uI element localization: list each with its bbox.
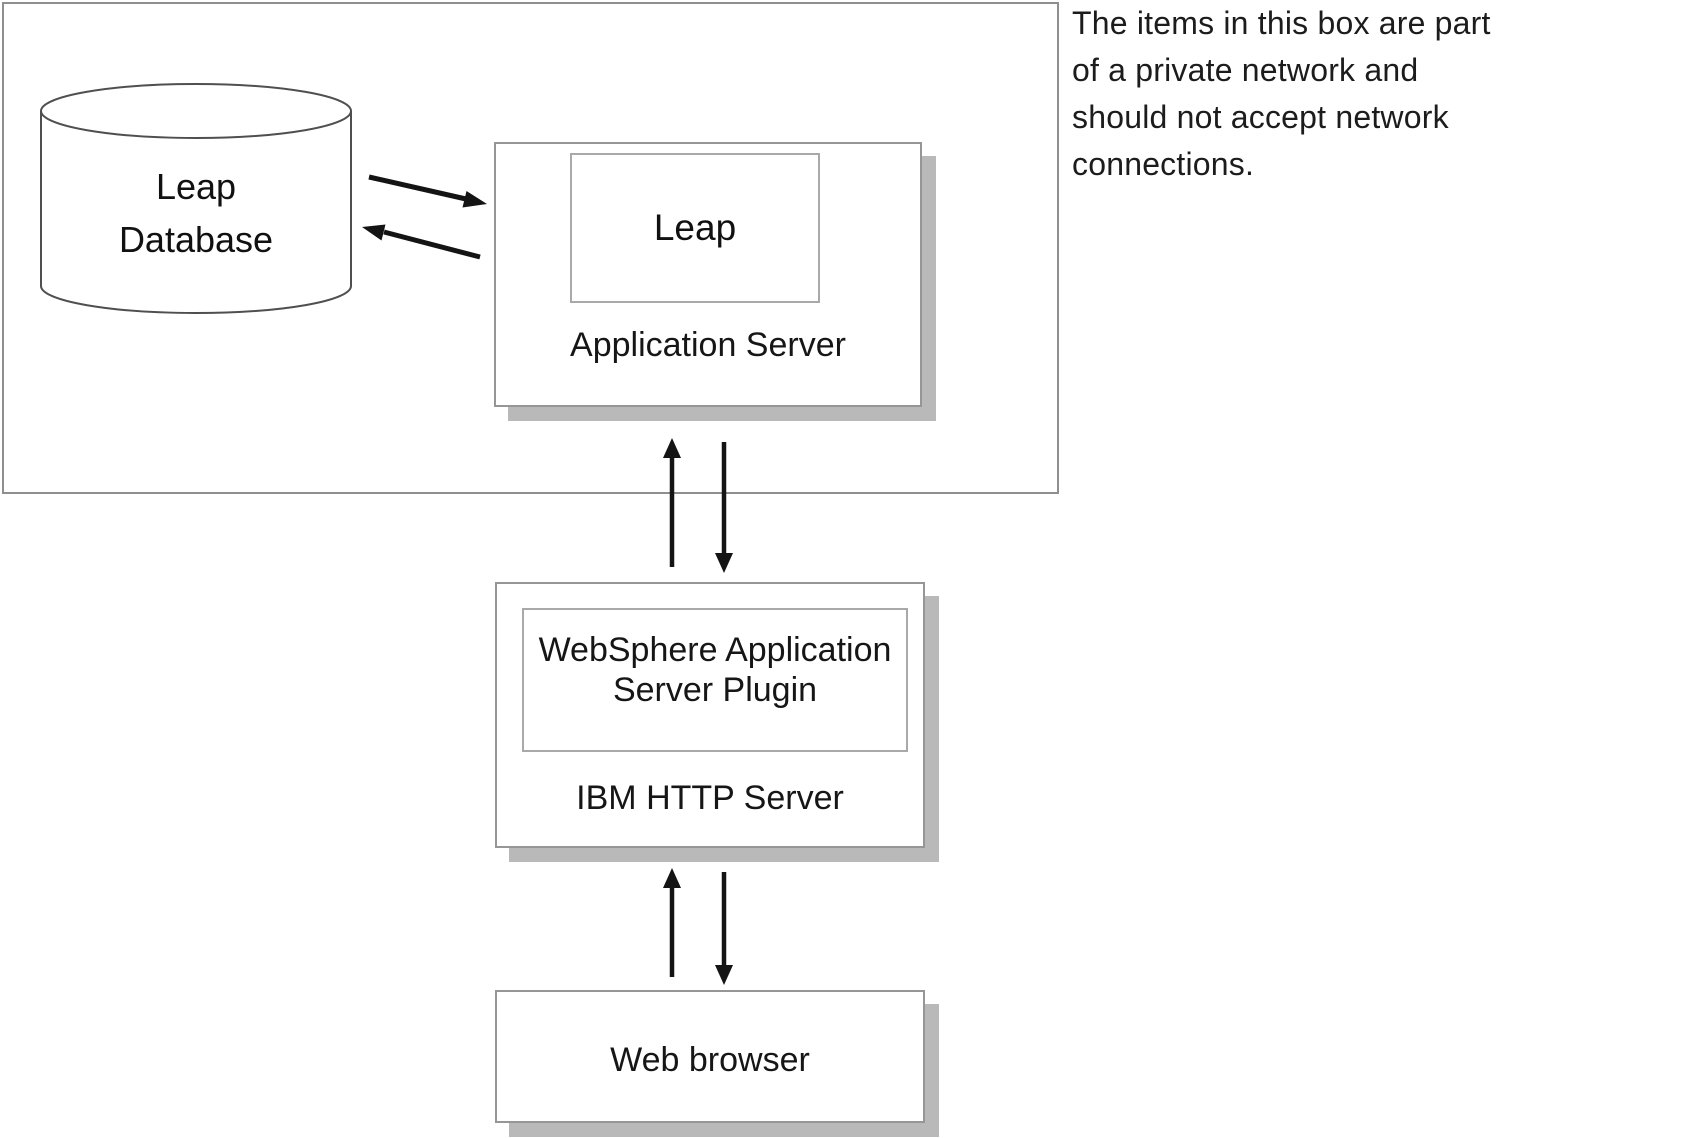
- leap-database-cylinder: [38, 80, 354, 318]
- websphere-plugin-box: WebSphere Application Server Plugin: [522, 608, 908, 752]
- cylinder-top: [40, 83, 352, 139]
- leap-application-box: Leap: [570, 153, 820, 303]
- database-label-line-2: Database: [118, 219, 274, 260]
- plugin-label-line-2: Server Plugin: [612, 671, 818, 709]
- web-browser-box: [495, 990, 925, 1123]
- leap-application-label: Leap: [653, 207, 737, 248]
- note-line-3: should not accept network: [1072, 99, 1449, 135]
- arrow-browser-to-http: [663, 868, 681, 977]
- database-cylinder-icon: [40, 83, 352, 314]
- web-browser-label: Web browser: [610, 1041, 810, 1079]
- note-line-4: connections.: [1072, 146, 1255, 182]
- plugin-label-line-1: WebSphere Application: [538, 631, 892, 669]
- note-line-1: The items in this box are part: [1072, 5, 1491, 41]
- leap-database-label: Leap Database: [41, 160, 351, 266]
- database-label-line-1: Leap: [155, 166, 237, 207]
- note-line-2: of a private network and: [1072, 52, 1419, 88]
- private-network-note: The items in this box are part of a priv…: [1072, 0, 1682, 188]
- ibm-http-server-label: IBM HTTP Server: [576, 779, 844, 817]
- application-server-label: Application Server: [570, 326, 846, 364]
- cylinder-body: [40, 111, 352, 314]
- arrow-http-to-browser: [715, 872, 733, 985]
- websphere-plugin-label: WebSphere Application Server Plugin: [539, 630, 892, 730]
